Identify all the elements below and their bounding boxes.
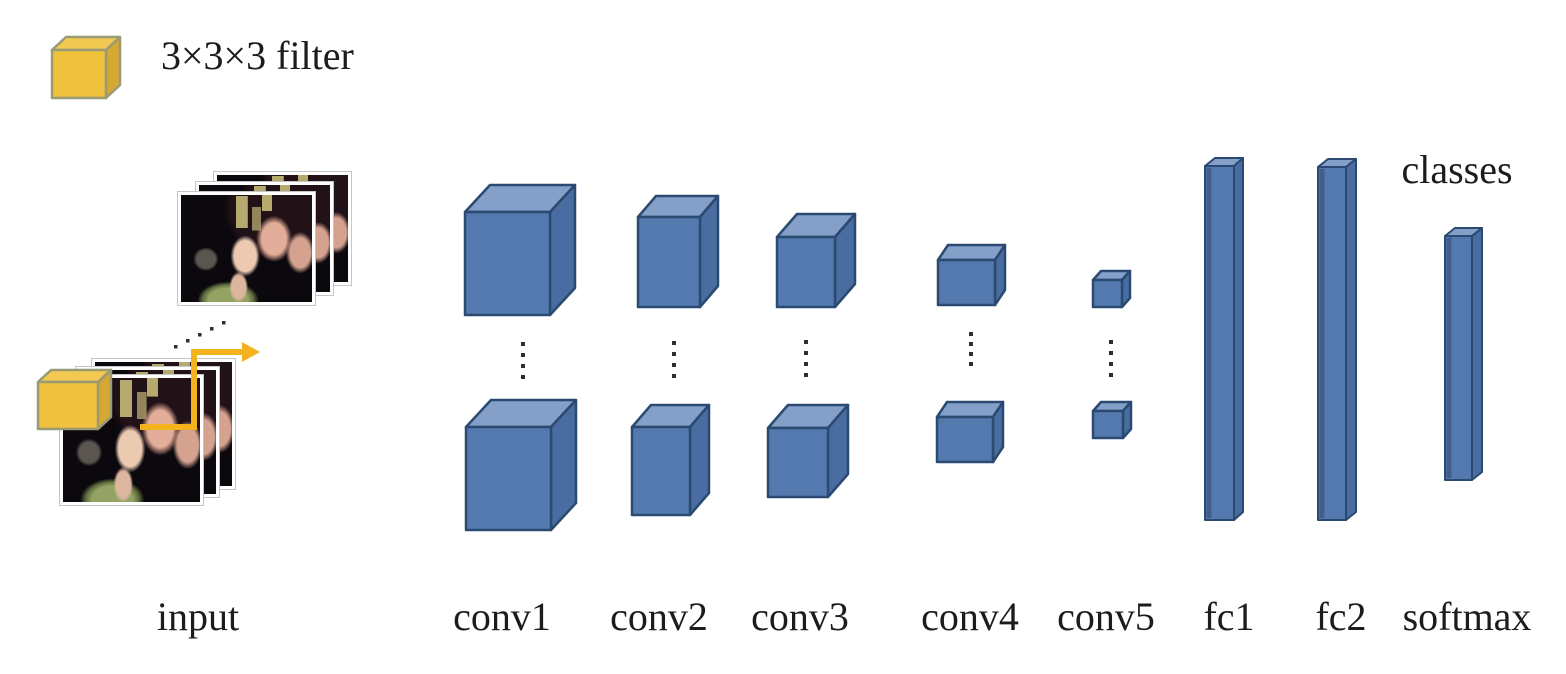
conv1-feature-cube-bottom xyxy=(464,398,578,532)
layer-label-fc2: fc2 xyxy=(1315,594,1367,639)
layer-label-conv3: conv3 xyxy=(751,594,849,639)
classes-label: classes xyxy=(1401,147,1513,192)
conv1-ellipsis-dots xyxy=(521,342,525,379)
softmax-bar xyxy=(1444,227,1483,481)
layer-label-conv2: conv2 xyxy=(610,594,708,639)
conv5-feature-cube-bottom xyxy=(1091,400,1133,440)
conv3-ellipsis-dots xyxy=(804,340,808,377)
conv2-feature-cube-top xyxy=(636,194,720,309)
conv4-feature-cube-bottom xyxy=(935,400,1005,464)
input-frame-stack-top xyxy=(177,171,358,307)
input-ellipsis-dots xyxy=(174,321,226,349)
input-frame-stack-bottom xyxy=(59,358,240,507)
conv4-feature-cube-top xyxy=(936,243,1007,307)
video-frame xyxy=(177,191,316,306)
fc1-bar xyxy=(1204,157,1244,521)
conv5-ellipsis-dots xyxy=(1109,340,1113,377)
legend-filter-label: 3×3×3 filter xyxy=(161,33,354,78)
conv2-ellipsis-dots xyxy=(672,341,676,378)
layer-label-conv4: conv4 xyxy=(921,594,1019,639)
conv1-feature-cube-top xyxy=(463,183,577,317)
conv3-feature-cube-top xyxy=(775,212,857,309)
layer-label-input: input xyxy=(156,594,240,639)
conv3-feature-cube-bottom xyxy=(766,403,850,499)
legend-filter-cube-icon xyxy=(50,35,122,100)
layer-label-conv5: conv5 xyxy=(1057,594,1155,639)
conv4-ellipsis-dots xyxy=(969,332,973,366)
fc2-bar xyxy=(1317,158,1357,521)
layer-label-softmax: softmax xyxy=(1402,594,1532,639)
layer-label-conv1: conv1 xyxy=(453,594,551,639)
layer-label-fc1: fc1 xyxy=(1203,594,1255,639)
conv2-feature-cube-bottom xyxy=(630,403,711,517)
video-frame xyxy=(59,374,204,506)
conv5-feature-cube-top xyxy=(1091,269,1132,309)
